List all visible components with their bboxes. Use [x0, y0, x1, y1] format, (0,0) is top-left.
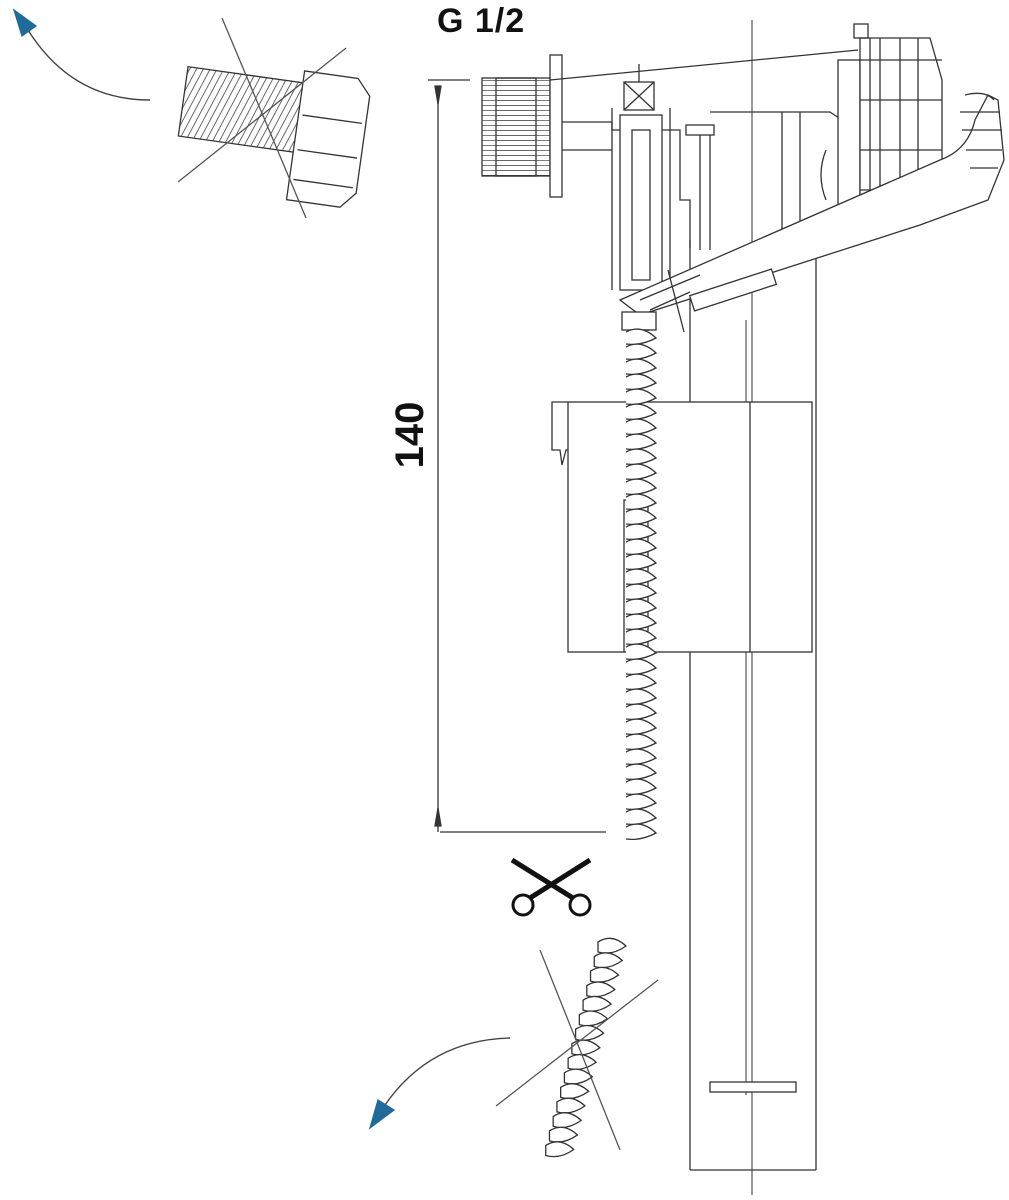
screw-thread: [625, 673, 658, 691]
screw-thread: [625, 688, 658, 706]
screw-thread: [625, 733, 658, 751]
screw-thread: [625, 808, 658, 826]
height-dimension: [428, 79, 606, 833]
screw-thread: [578, 1010, 609, 1027]
detached-adapter: [177, 17, 371, 219]
rotate-arrow-top: [12, 8, 151, 101]
screw-thread: [625, 658, 658, 676]
screw-thread: [625, 718, 658, 736]
screw-thread: [625, 793, 658, 811]
screw-thread: [625, 343, 658, 361]
screw-thread: [625, 778, 658, 796]
screw-thread: [625, 373, 658, 391]
float-body: [551, 401, 813, 653]
screw-thread: [625, 763, 658, 781]
float-lever: [618, 92, 1005, 333]
screw-thread: [582, 995, 613, 1012]
cut-screw-piece: [495, 937, 659, 1158]
height-dimension-label: 140: [388, 401, 432, 469]
screw-thread: [589, 966, 620, 983]
screw-thread: [571, 1039, 601, 1056]
screw-thread: [593, 952, 624, 969]
thread-size-label: G 1/2: [437, 2, 526, 40]
inlet-thread: [481, 54, 563, 198]
rotate-arrow-bottom: [368, 1037, 511, 1130]
screw-thread: [548, 1126, 579, 1143]
screw-thread: [556, 1097, 586, 1114]
screw-thread: [552, 1112, 583, 1129]
scissors-icon: [510, 857, 592, 917]
screw-thread: [625, 358, 658, 376]
screw-thread: [625, 328, 658, 346]
screw-thread: [625, 703, 658, 721]
screw-thread: [625, 823, 658, 841]
adjustment-screw: [621, 311, 658, 841]
screw-thread: [625, 748, 658, 766]
screw-thread: [597, 937, 628, 954]
valve-head: [549, 23, 943, 291]
screw-thread: [560, 1083, 590, 1100]
screw-thread: [545, 1141, 575, 1158]
screw-thread: [586, 981, 616, 998]
